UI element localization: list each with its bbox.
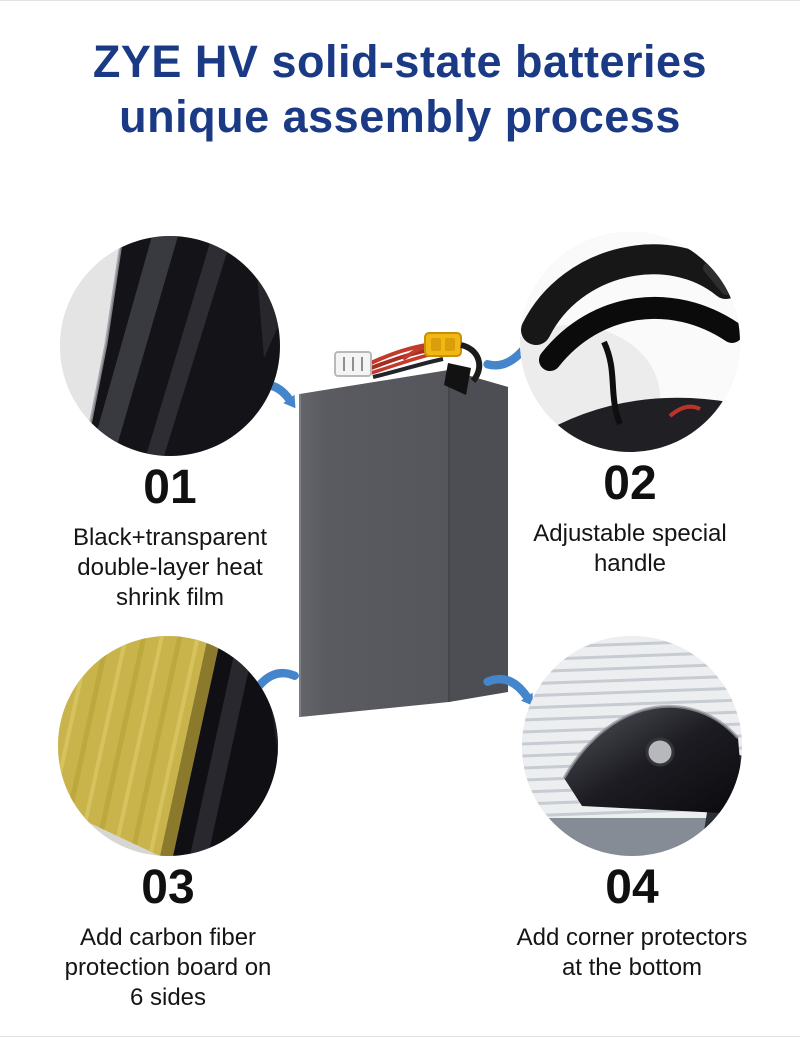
battery-side-face xyxy=(449,370,508,702)
description-line: shrink film xyxy=(115,583,224,611)
feature-01-photo xyxy=(60,236,280,456)
description-line: protection board on xyxy=(64,953,272,981)
title-line-1: ZYE HV solid-state batteries xyxy=(92,36,708,87)
feature-03-carbon-fiber-board: 03 Add carbon fiber protection board on … xyxy=(38,636,298,1013)
description-line: 6 sides xyxy=(129,983,207,1011)
feature-01-heat-shrink-film: 01 Black+transparent double-layer heat s… xyxy=(40,236,300,613)
feature-01-number: 01 xyxy=(143,461,197,514)
feature-01-description: Black+transparent double-layer heat shri… xyxy=(40,523,300,613)
adjustable-handle-photo-graphic xyxy=(520,232,740,452)
connector-cable xyxy=(460,342,483,383)
description-line: Add carbon fiber xyxy=(79,923,257,951)
feature-04-corner-protector: 04 Add corner protectors at the bottom xyxy=(502,636,762,983)
corner-protector-photo-graphic xyxy=(522,636,742,856)
description-line: Add corner protectors xyxy=(516,923,748,951)
description-line: at the bottom xyxy=(561,953,703,981)
description-line: double-layer heat xyxy=(77,553,263,581)
protector-hole xyxy=(645,737,675,767)
feature-02-number: 02 xyxy=(603,457,657,510)
feature-03-number: 03 xyxy=(141,861,195,914)
white-balance-connector xyxy=(334,351,372,377)
feature-04-number: 04 xyxy=(605,861,659,914)
feature-02-photo xyxy=(520,232,740,452)
page-title: ZYE HV solid-state batteries unique asse… xyxy=(0,35,800,145)
feature-04-description: Add corner protectors at the bottom xyxy=(502,923,762,983)
feature-02-adjustable-handle: 02 Adjustable special handle xyxy=(500,232,760,579)
feature-04-photo xyxy=(522,636,742,856)
carbon-fiber-board-photo-graphic xyxy=(58,636,278,856)
description-line: handle xyxy=(593,549,667,577)
title-line-2: unique assembly process xyxy=(119,90,681,142)
description-line: Adjustable special xyxy=(533,519,727,547)
xt90-connector xyxy=(424,332,462,357)
battery-product-image xyxy=(299,332,508,717)
strap-tab xyxy=(444,363,471,395)
feature-03-photo xyxy=(58,636,278,856)
battery-front-face xyxy=(300,370,449,717)
heat-shrink-film-photo-graphic xyxy=(60,236,280,456)
description-line: Black+transparent xyxy=(72,523,268,551)
feature-03-description: Add carbon fiber protection board on 6 s… xyxy=(38,923,298,1013)
feature-02-description: Adjustable special handle xyxy=(500,519,760,579)
